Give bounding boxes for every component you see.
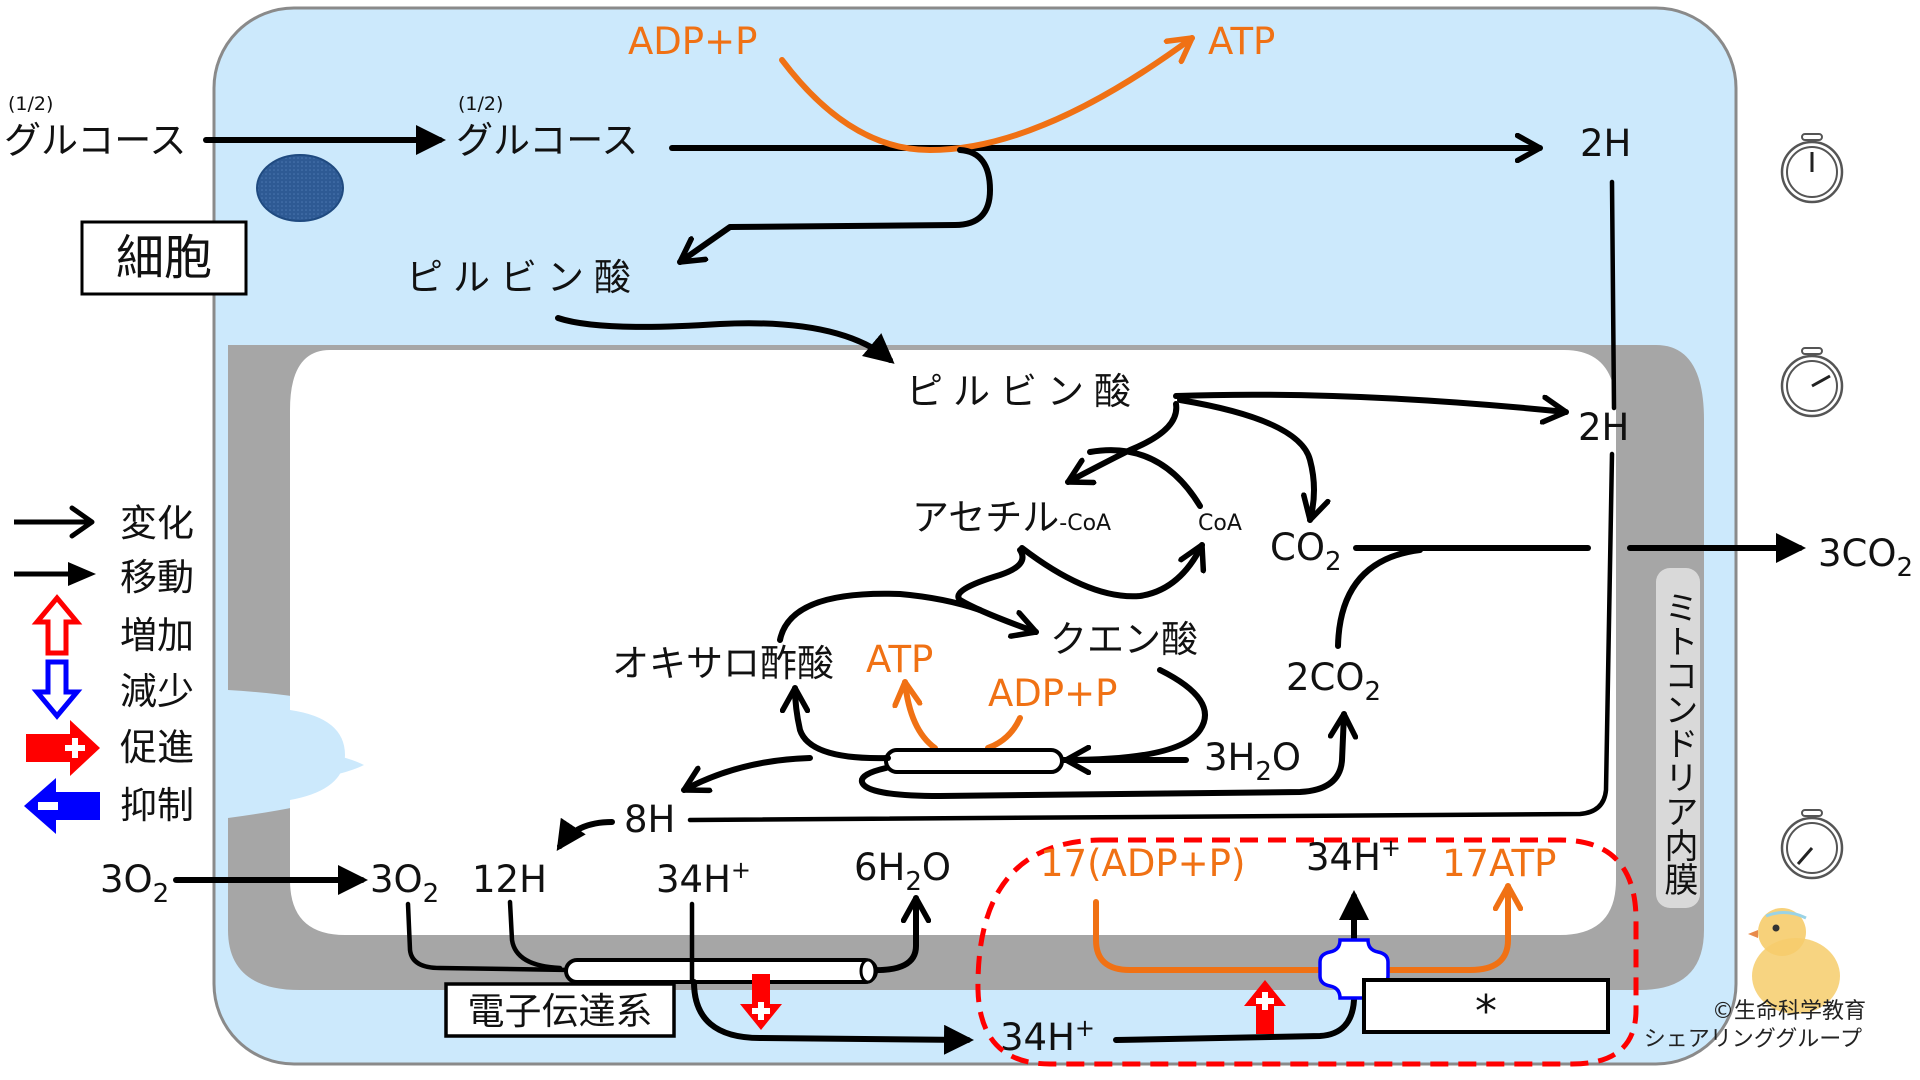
h12-to-etc-line	[507, 899, 563, 971]
oxaloacetate: オキサロ酢酸	[612, 642, 834, 685]
pyruvate-cytosol: ピルビン酸	[406, 256, 641, 299]
matrix-2h: 2H	[1578, 406, 1629, 449]
copyright-line2: シェアリンググループ	[1644, 1027, 1862, 1052]
svg-text:促進: 促進	[120, 726, 194, 769]
water-6: 6H2O	[854, 846, 951, 897]
hydrogen-12: 12H	[472, 858, 547, 901]
membrane-label: ミトコンドリア内膜	[1658, 590, 1698, 896]
promote-arrow-icon	[26, 720, 100, 776]
glycolysis-atp-arrow	[779, 35, 1195, 153]
hydrogen-8: 8H	[624, 798, 675, 841]
atp-synthase-label: *	[1475, 986, 1497, 1037]
water-3: 3H2O	[1204, 736, 1301, 787]
open-arrow-icon	[14, 505, 95, 539]
glucose-outside-fraction: (1/2)	[8, 93, 53, 115]
atp-synthase-zone	[975, 837, 1639, 1067]
etc-label: 電子伝達系	[468, 990, 653, 1033]
decrease-arrow-icon	[31, 659, 83, 720]
glucose-inside: グルコース	[456, 119, 638, 162]
tube-to-oxaloacetate-arrow	[795, 685, 891, 762]
svg-text:抑制: 抑制	[120, 784, 194, 827]
acetyl-to-citric-arrow	[955, 547, 1039, 632]
etc-promote-arrow-icon	[740, 974, 782, 1030]
co2-total: 3CO2	[1818, 532, 1913, 583]
proton-ims: 34H+	[1000, 1014, 1095, 1059]
increase-arrow-icon	[31, 594, 83, 656]
etc-to-water-arrow	[867, 895, 916, 974]
glucose-inside-fraction: (1/2)	[458, 93, 503, 115]
cell-label-box	[80, 220, 248, 296]
glycolysis-adp-p: ADP+P	[628, 20, 757, 63]
cristae-fold	[228, 742, 364, 788]
legend-item-inhibit: 抑制	[24, 778, 194, 834]
tube-to-8h-arrow	[681, 755, 813, 790]
hydrogen-cytosol-line	[1609, 179, 1617, 411]
cell-label: 細胞	[116, 230, 212, 286]
proton-pump-arrow	[691, 979, 974, 1055]
tube-to-co2-2-arrow	[858, 711, 1344, 799]
co2-2-join-line	[1335, 547, 1423, 649]
etc-tube-end	[859, 958, 877, 984]
proton-matrix: 34H+	[656, 856, 751, 901]
synthase-promote-arrow-icon	[1244, 980, 1286, 1034]
o2-to-etc-line	[405, 901, 573, 973]
legend: 変化 移動 増加 減少	[14, 502, 194, 834]
legend-item-change: 変化	[14, 502, 194, 545]
hydrogen-matrix-line	[687, 451, 1615, 823]
membrane-label-box	[1656, 568, 1700, 908]
atp-synthesis-atp: 17ATP	[1442, 842, 1556, 885]
cycle-enzyme-tube	[884, 748, 1064, 774]
co2-matrix: CO2	[1270, 526, 1342, 577]
cycle-atp-arrow	[905, 679, 938, 751]
stopwatch-icon	[1780, 809, 1844, 880]
co2-2: 2CO2	[1286, 656, 1381, 707]
pyruvate-transport-arrow	[555, 315, 895, 364]
pyruvate-to-2h-arrow	[1173, 391, 1569, 412]
pyruvate-matrix: ピルビン酸	[906, 370, 1141, 413]
legend-item-move: 移動	[14, 556, 194, 599]
legend-item-decrease: 減少	[31, 659, 194, 720]
o2-inside: 3O2	[370, 858, 439, 909]
glucose-to-pyruvate-arrow	[677, 147, 993, 265]
atp-synthesis-adp-p: 17(ADP+P)	[1040, 842, 1245, 885]
coa: CoA	[1198, 511, 1242, 536]
citric-acid: クエン酸	[1050, 618, 1198, 661]
pyruvate-to-co2-arrow	[1177, 397, 1314, 523]
adp-to-atp-arrow	[1093, 883, 1508, 973]
svg-text:移動: 移動	[120, 556, 194, 599]
svg-text:増加: 増加	[120, 614, 194, 657]
svg-text:変化: 変化	[120, 502, 194, 545]
filled-arrow-icon	[14, 562, 96, 586]
acetyl-to-coa-arrow	[1019, 542, 1202, 600]
etc-tube	[564, 958, 878, 984]
coa-recycle-line	[1087, 447, 1203, 509]
o2-outside: 3O2	[100, 858, 169, 909]
glycolysis-atp: ATP	[1208, 20, 1275, 63]
cycle-adp-line	[985, 715, 1023, 751]
cycle-atp: ATP	[866, 638, 933, 681]
legend-item-promote: 促進	[26, 720, 194, 776]
svg-text:減少: 減少	[120, 670, 194, 713]
inhibit-arrow-icon	[24, 778, 100, 834]
cycle-adp-p: ADP+P	[988, 672, 1117, 715]
oxaloacetate-to-citric-line	[777, 590, 983, 643]
acetyl-coa: アセチル-CoA	[912, 496, 1111, 539]
atp-synthesis-proton: 34H+	[1306, 834, 1401, 879]
glucose-outside: グルコース	[4, 119, 186, 162]
stopwatch-icon	[1780, 347, 1844, 418]
proton-ims-to-synthase-line	[1113, 997, 1357, 1043]
legend-item-increase: 増加	[31, 594, 194, 657]
atp-synthase-box	[1362, 978, 1610, 1034]
organelle-oval	[256, 154, 344, 222]
chick-mascot-icon	[1748, 908, 1840, 1014]
mitochondrial-matrix	[290, 350, 1616, 935]
etc-label-box	[444, 982, 676, 1038]
copyright-line1: ©生命科学教育	[1712, 999, 1866, 1024]
stopwatch-icon	[1780, 133, 1844, 204]
8h-to-12h-arrow	[556, 817, 615, 851]
glycolysis-2h: 2H	[1580, 122, 1631, 165]
